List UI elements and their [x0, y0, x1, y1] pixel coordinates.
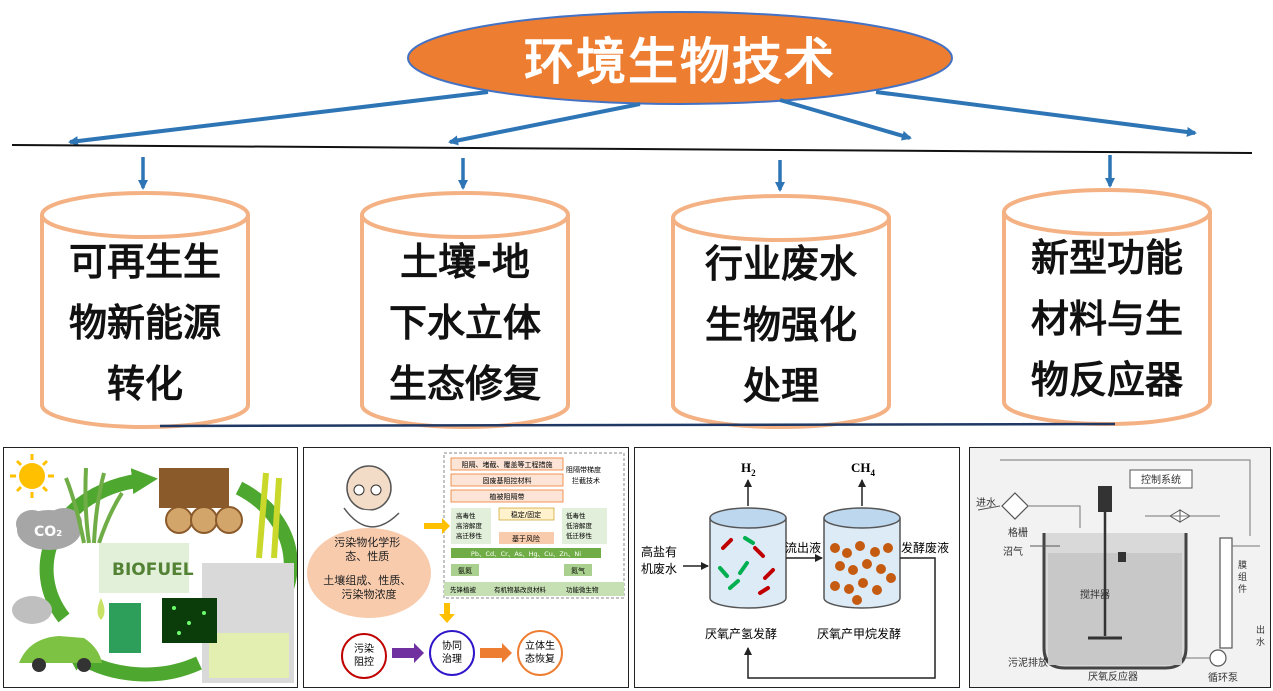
svg-text:循环泵: 循环泵 [1208, 671, 1238, 684]
grass-icon [64, 467, 124, 544]
svg-text:污染物化学形 态、性质 土壤组成、性: 污染物化学形 态、性质 土壤组成、性质、 污染物浓度 [323, 535, 415, 601]
svg-text:Pb、Cd、Cr、As、Hg、Cu、Zn、Ni: Pb、Cd、Cr、As、Hg、Cu、Zn、Ni [471, 550, 581, 558]
sun-icon [10, 454, 54, 498]
svg-text:固废基阻控材料: 固废基阻控材料 [483, 476, 532, 485]
cylinder-3 [671, 194, 891, 429]
svg-text:稳定/固定: 稳定/固定 [511, 510, 541, 519]
motor-icon [1098, 486, 1112, 512]
svg-text:搅拌器: 搅拌器 [1080, 588, 1110, 601]
svg-text:阻控: 阻控 [354, 655, 374, 668]
co2-label: CO₂ [34, 524, 62, 540]
fermentation-liquid-label: 发酵废液 [901, 540, 949, 555]
microscopy-image [162, 598, 217, 643]
branch-label-renewable-energy: 可再生生 物新能源 转化 [68, 240, 221, 406]
svg-text:基于风险: 基于风险 [512, 534, 540, 543]
divider-line [11, 144, 1253, 154]
ch4-label: CH4 [851, 460, 876, 478]
panel-membrane-reactor: 进水 格栅 控制系统 搅拌器 沼气 膜组件 出水 循环泵 [969, 447, 1271, 688]
svg-text:治理: 治理 [442, 652, 462, 665]
membrane-module [1219, 537, 1233, 649]
svg-text:立体生: 立体生 [525, 639, 555, 652]
reactor-schematic: 进水 格栅 控制系统 搅拌器 沼气 膜组件 出水 循环泵 [970, 448, 1270, 687]
fermentation-graphic: H2 CH4 [641, 460, 949, 679]
factor-ellipse [307, 528, 431, 618]
svg-text:沼气: 沼气 [1003, 545, 1023, 558]
cylinder-1 [40, 191, 250, 429]
co2-cloud-icon: CO₂ [16, 508, 82, 550]
methane-fermentation-label: 厌氧产甲烷发酵 [817, 626, 901, 641]
svg-text:进水: 进水 [976, 497, 996, 509]
branch-label-bioreactor: 新型功能 材料与生 物反应器 [1030, 236, 1183, 402]
svg-text:厌氧反应器: 厌氧反应器 [1088, 670, 1138, 683]
title-ellipse [407, 11, 953, 105]
fuel-pump-icon [109, 603, 141, 653]
branch-label-wastewater: 行业废水 生物强化 处理 [704, 242, 857, 408]
wood-icon [159, 468, 243, 534]
svg-text:高盐有机废水: 高盐有机废水 [641, 544, 677, 576]
svg-text:态恢复: 态恢复 [525, 652, 555, 665]
biofuel-label: BIOFUEL [112, 560, 194, 580]
svg-text:膜组件: 膜组件 [1238, 560, 1247, 595]
h2-label: H2 [741, 460, 756, 478]
svg-text:低毒性 低溶解度 低迁移性: 低毒性 低溶解度 低迁移性 [566, 511, 594, 540]
base-line [159, 422, 1116, 428]
svg-text:阻隔带梯度 拦截技术: 阻隔带梯度 拦截技术 [566, 465, 603, 485]
branch-label-soil-remediation: 土壤-地 下水立体 生态修复 [388, 240, 541, 406]
svg-text:格栅: 格栅 [1008, 526, 1028, 539]
control-system-box [1129, 469, 1193, 489]
svg-text:植被阻隔带: 植被阻隔带 [490, 492, 525, 501]
soil-remediation-graphic: 污染物化学形 态、性质 土壤组成、性质、 污染物浓度 阻隔、堵截、覆盖等工程措施… [307, 452, 625, 679]
biofuel-cycle-graphic: CO₂ BIOFUEL [10, 454, 297, 683]
plant-stalk-icon [256, 472, 282, 559]
branch-arrows [68, 90, 1197, 147]
svg-text:污染: 污染 [354, 642, 374, 655]
panel-biofuel-cycle: CO₂ BIOFUEL [3, 447, 298, 688]
svg-text:阻隔、堵截、覆盖等工程措施: 阻隔、堵截、覆盖等工程措施 [462, 460, 553, 469]
car-icon [19, 636, 102, 672]
cylinder-2 [360, 191, 570, 429]
svg-text:氮气: 氮气 [571, 566, 585, 575]
cylinder-4 [1002, 188, 1212, 426]
svg-text:协同: 协同 [442, 639, 462, 652]
biofuel-word-cloud [99, 543, 189, 593]
circulation-pump-icon [1209, 649, 1227, 667]
droplet-icon [97, 598, 105, 620]
panel-soil-remediation: 污染物化学形 态、性质 土壤组成、性质、 污染物浓度 阻隔、堵截、覆盖等工程措施… [303, 447, 629, 688]
svg-text:控制系统: 控制系统 [1141, 473, 1181, 486]
effluent-label: 流出液 [785, 540, 821, 555]
svg-text:污泥排放: 污泥排放 [1008, 656, 1048, 669]
reactor-methane [823, 507, 901, 609]
circle-cooperative-treatment [429, 630, 475, 676]
scientist-icon [343, 465, 400, 528]
diagram-title: 环境生物技术 [524, 33, 836, 91]
down-arrows [138, 155, 1115, 192]
grid-filter-icon [1001, 492, 1029, 520]
reactor-hydrogen [709, 507, 787, 609]
svg-text:出水: 出水 [1256, 624, 1265, 648]
exhaust-cloud-icon [12, 596, 52, 624]
svg-text:氨氮: 氨氮 [458, 566, 472, 575]
svg-text:高毒性 高溶解度 高迁移性: 高毒性 高溶解度 高迁移性 [456, 511, 484, 540]
panel-wastewater-fermentation: H2 CH4 [634, 447, 960, 688]
circle-ecological-restoration [517, 630, 563, 676]
svg-text:先锋植被 有机物基改良材料 功能微生: 先锋植被 有机物基改良材料 功能微生物 [450, 585, 599, 594]
circle-pollution-control [341, 633, 387, 679]
hydrogen-fermentation-label: 厌氧产氢发酵 [705, 626, 777, 641]
